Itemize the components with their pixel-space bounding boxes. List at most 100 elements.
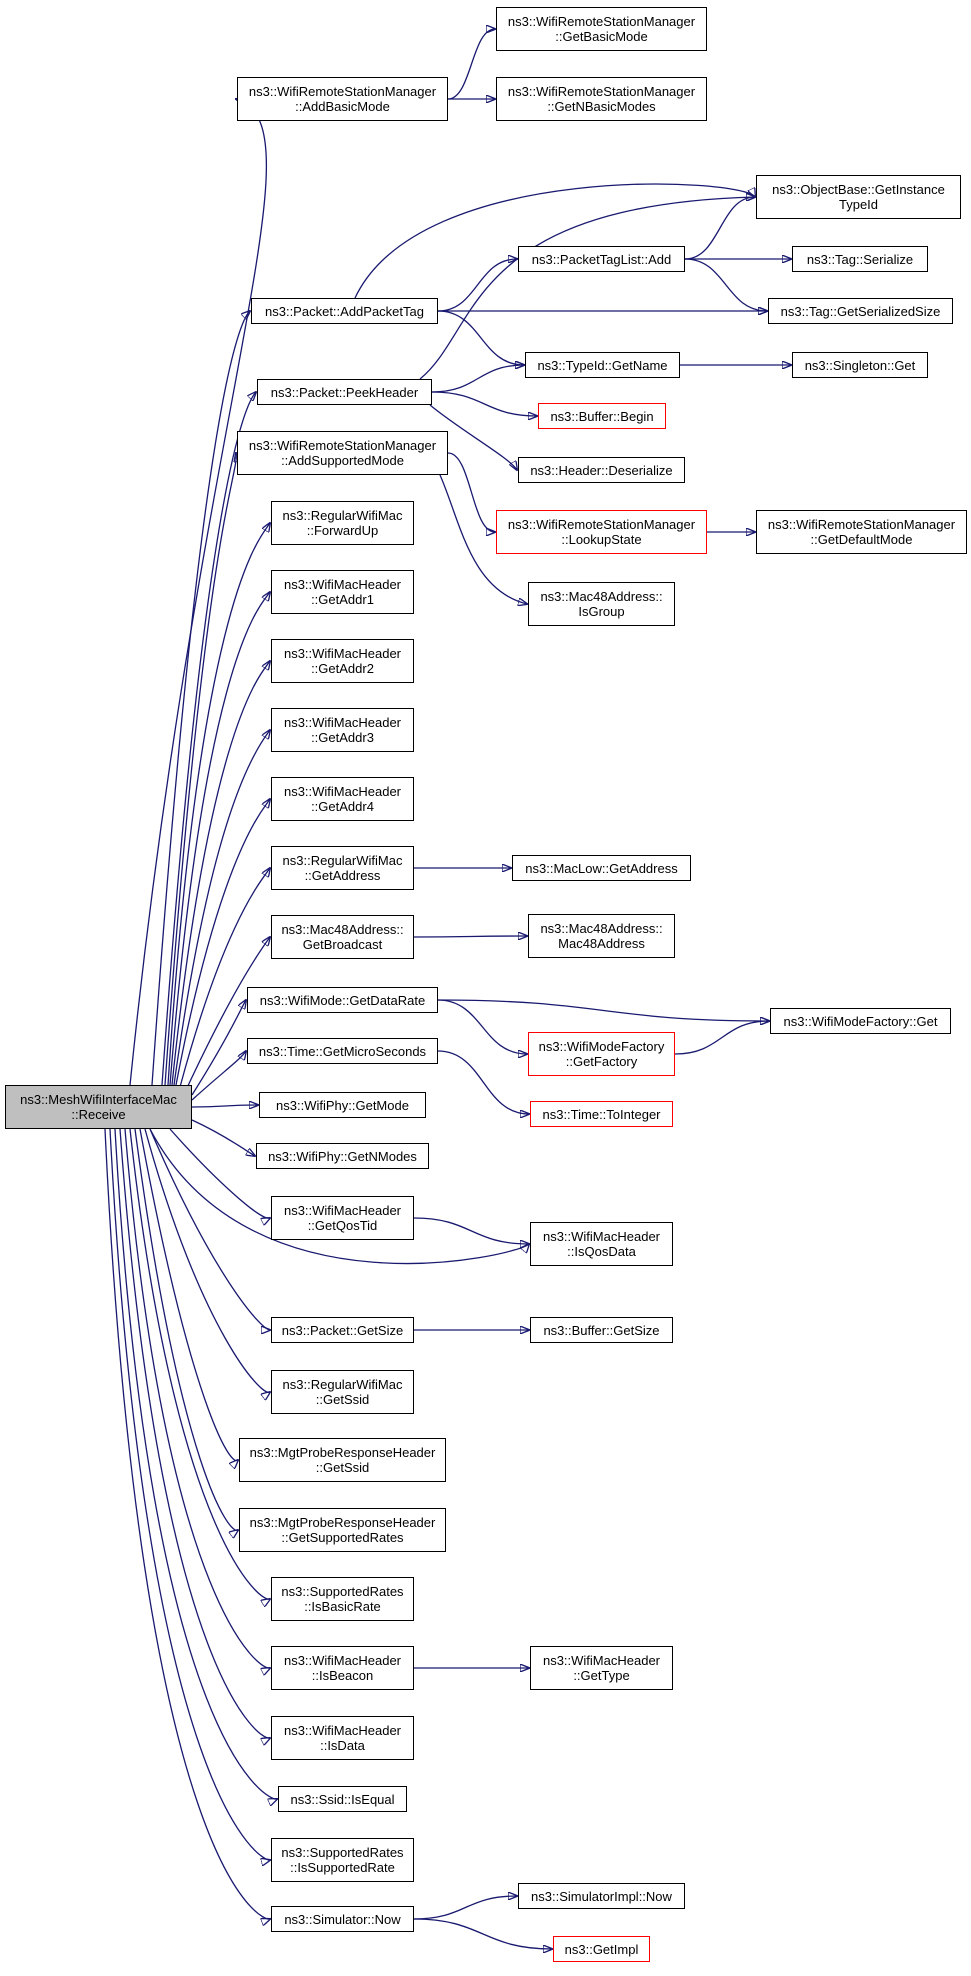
node-label-line: ns3::Mac48Address:: — [281, 922, 404, 937]
node-get-type[interactable]: ns3::WifiMacHeader::GetType — [530, 1646, 673, 1690]
edge-receive-to-is-beacon — [124, 1128, 270, 1668]
edge-receive-to-get-micro-seconds — [191, 1051, 246, 1101]
node-label-line: ns3::Tag::GetSerializedSize — [780, 303, 941, 319]
node-buffer-begin[interactable]: ns3::Buffer::Begin — [538, 403, 666, 429]
node-get-addr3[interactable]: ns3::WifiMacHeader::GetAddr3 — [271, 708, 414, 752]
node-label-line: ::AddSupportedMode — [281, 453, 404, 468]
edge-receive-to-forward-up — [167, 523, 270, 1086]
node-label-line: ::LookupState — [561, 532, 642, 547]
edge-get-data-rate-to-get-factory — [437, 999, 527, 1054]
node-mac48address[interactable]: ns3::Mac48Address::Mac48Address — [528, 914, 675, 958]
node-buffer-get-size[interactable]: ns3::Buffer::GetSize — [530, 1317, 673, 1343]
node-label-line: ::GetSsid — [315, 1392, 370, 1407]
node-get-data-rate[interactable]: ns3::WifiMode::GetDataRate — [247, 987, 438, 1013]
node-label-line: ns3::WifiRemoteStationManager — [507, 84, 696, 99]
edge-receive-to-packet-get-size — [149, 1128, 270, 1330]
edge-receive-to-simulator-now — [104, 1128, 270, 1919]
node-get-n-modes[interactable]: ns3::WifiPhy::GetNModes — [256, 1143, 429, 1169]
node-get-addr4[interactable]: ns3::WifiMacHeader::GetAddr4 — [271, 777, 414, 821]
node-label-line: ns3::WifiModeFactory::Get — [783, 1013, 938, 1029]
node-peek-header[interactable]: ns3::Packet::PeekHeader — [257, 379, 432, 405]
node-get-default-mode[interactable]: ns3::WifiRemoteStationManager::GetDefaul… — [756, 510, 967, 554]
node-forward-up[interactable]: ns3::RegularWifiMac::ForwardUp — [271, 501, 414, 545]
node-is-basic-rate[interactable]: ns3::SupportedRates::IsBasicRate — [271, 1577, 414, 1621]
node-label-line: ns3::TypeId::GetName — [537, 357, 668, 373]
node-mgt-get-ssid[interactable]: ns3::MgtProbeResponseHeader::GetSsid — [239, 1438, 446, 1482]
edge-get-data-rate-to-mode-factory-get — [437, 999, 769, 1021]
node-is-qos-data[interactable]: ns3::WifiMacHeader::IsQosData — [530, 1222, 673, 1266]
node-mode-factory-get[interactable]: ns3::WifiModeFactory::Get — [770, 1008, 951, 1034]
node-get-factory[interactable]: ns3::WifiModeFactory::GetFactory — [528, 1032, 675, 1076]
node-label-line: ns3::Header::Deserialize — [530, 462, 673, 478]
node-label-line: ::IsQosData — [567, 1244, 636, 1259]
node-is-supported-rate[interactable]: ns3::SupportedRates::IsSupportedRate — [271, 1838, 414, 1882]
node-maclow-get-address[interactable]: ns3::MacLow::GetAddress — [512, 855, 691, 881]
node-ssid-is-equal[interactable]: ns3::Ssid::IsEqual — [278, 1786, 407, 1812]
edge-packet-tag-list-add-to-tag-get-serialized-size — [684, 258, 767, 311]
node-get-n-basic-modes[interactable]: ns3::WifiRemoteStationManager::GetNBasic… — [496, 77, 707, 121]
edge-add-packet-tag-to-typeid-get-name — [437, 310, 524, 365]
node-typeid-get-name[interactable]: ns3::TypeId::GetName — [525, 352, 680, 378]
node-get-basic-mode[interactable]: ns3::WifiRemoteStationManager::GetBasicM… — [496, 7, 707, 51]
edge-get-factory-to-mode-factory-get — [674, 1021, 769, 1055]
edge-receive-to-get-broadcast — [185, 937, 270, 1091]
node-tag-serialize[interactable]: ns3::Tag::Serialize — [792, 246, 928, 272]
node-add-supported-mode[interactable]: ns3::WifiRemoteStationManager::AddSuppor… — [237, 431, 448, 475]
node-label-line: ns3::PacketTagList::Add — [531, 251, 672, 267]
node-label-line: ns3::WifiRemoteStationManager — [248, 438, 437, 453]
node-add-packet-tag[interactable]: ns3::Packet::AddPacketTag — [251, 298, 438, 324]
node-packet-get-size[interactable]: ns3::Packet::GetSize — [271, 1317, 414, 1343]
edge-receive-to-mgt-get-supported-rates — [134, 1128, 238, 1530]
node-is-data[interactable]: ns3::WifiMacHeader::IsData — [271, 1716, 414, 1760]
edge-simulator-now-to-simulator-impl-now — [413, 1896, 517, 1920]
edge-add-basic-mode-to-get-basic-mode — [447, 29, 495, 100]
node-is-group[interactable]: ns3::Mac48Address::IsGroup — [528, 582, 675, 626]
edge-receive-to-get-mode — [191, 1105, 258, 1107]
edge-receive-to-add-packet-tag — [151, 311, 250, 1086]
edge-simulator-now-to-get-impl — [413, 1918, 552, 1949]
node-get-qos-tid[interactable]: ns3::WifiMacHeader::GetQosTid — [271, 1196, 414, 1240]
node-label-line: IsGroup — [578, 604, 625, 619]
node-label-line: ns3::WifiRemoteStationManager — [507, 14, 696, 29]
node-get-broadcast[interactable]: ns3::Mac48Address::GetBroadcast — [271, 915, 414, 959]
node-label-line: ::GetFactory — [565, 1054, 638, 1069]
node-singleton-get[interactable]: ns3::Singleton::Get — [792, 352, 928, 378]
edge-add-supported-mode-to-is-group — [439, 474, 527, 604]
node-label-line: ns3::Packet::AddPacketTag — [265, 303, 424, 319]
node-tag-get-serialized-size[interactable]: ns3::Tag::GetSerializedSize — [768, 298, 953, 324]
node-label-line: ns3::WifiMacHeader — [283, 784, 402, 799]
node-lookup-state[interactable]: ns3::WifiRemoteStationManager::LookupSta… — [496, 510, 707, 554]
node-label-line: ns3::Ssid::IsEqual — [290, 1791, 395, 1807]
node-simulator-impl-now[interactable]: ns3::SimulatorImpl::Now — [518, 1883, 685, 1909]
node-label-line: ::GetBasicMode — [555, 29, 648, 44]
node-get-address[interactable]: ns3::RegularWifiMac::GetAddress — [271, 846, 414, 890]
node-header-deserialize[interactable]: ns3::Header::Deserialize — [518, 457, 685, 483]
edge-receive-to-get-addr2 — [171, 661, 270, 1086]
node-get-micro-seconds[interactable]: ns3::Time::GetMicroSeconds — [247, 1038, 438, 1064]
node-label-line: ns3::WifiMode::GetDataRate — [259, 992, 426, 1008]
node-label-line: GetBroadcast — [302, 937, 383, 952]
node-get-addr2[interactable]: ns3::WifiMacHeader::GetAddr2 — [271, 639, 414, 683]
node-label-line: ::ForwardUp — [306, 523, 379, 538]
node-mgt-get-supported-rates[interactable]: ns3::MgtProbeResponseHeader::GetSupporte… — [239, 1508, 446, 1552]
node-receive[interactable]: ns3::MeshWifiInterfaceMac::Receive — [5, 1085, 192, 1129]
node-add-basic-mode[interactable]: ns3::WifiRemoteStationManager::AddBasicM… — [237, 77, 448, 121]
node-label-line: ns3::SimulatorImpl::Now — [531, 1888, 672, 1904]
node-simulator-now[interactable]: ns3::Simulator::Now — [271, 1906, 414, 1932]
node-get-addr1[interactable]: ns3::WifiMacHeader::GetAddr1 — [271, 570, 414, 614]
node-label-line: ns3::ObjectBase::GetInstance — [772, 182, 945, 197]
node-get-impl[interactable]: ns3::GetImpl — [553, 1936, 650, 1962]
node-get-ssid[interactable]: ns3::RegularWifiMac::GetSsid — [271, 1370, 414, 1414]
node-label-line: ns3::WifiRemoteStationManager — [767, 517, 956, 532]
node-get-mode[interactable]: ns3::WifiPhy::GetMode — [259, 1092, 426, 1118]
edge-peek-header-to-get-instance-typeid — [419, 197, 755, 380]
node-label-line: ::GetAddr1 — [311, 592, 374, 607]
node-to-integer[interactable]: ns3::Time::ToInteger — [530, 1101, 673, 1127]
node-label-line: ::IsBasicRate — [304, 1599, 381, 1614]
edge-receive-to-is-data — [119, 1128, 270, 1738]
node-is-beacon[interactable]: ns3::WifiMacHeader::IsBeacon — [271, 1646, 414, 1690]
node-packet-tag-list-add[interactable]: ns3::PacketTagList::Add — [518, 246, 685, 272]
